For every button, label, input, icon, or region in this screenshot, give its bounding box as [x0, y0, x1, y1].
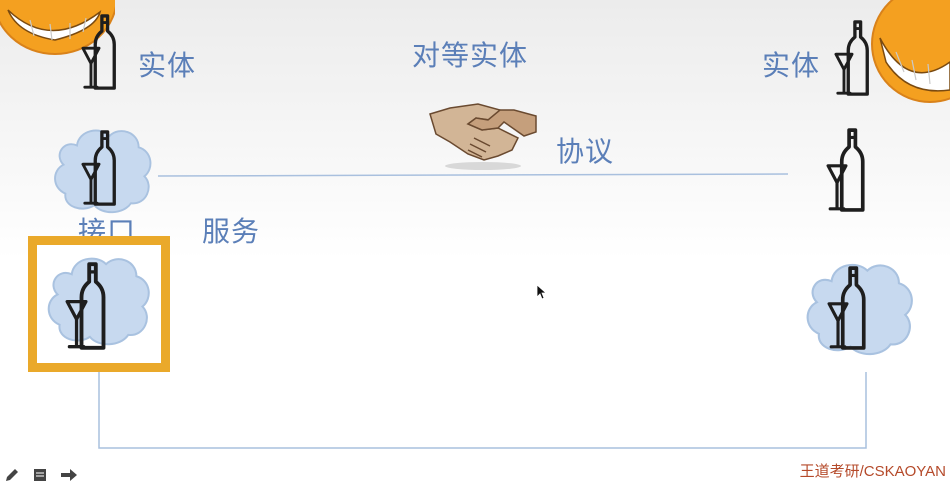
bottle-glass-icon: [824, 266, 872, 350]
entity-left-label: 实体: [138, 49, 197, 82]
pencil-icon[interactable]: [4, 467, 20, 483]
document-icon[interactable]: [32, 467, 48, 483]
watermark: 王道考研/CSKAOYAN: [799, 463, 946, 480]
protocol-label: 协议: [556, 135, 615, 168]
bottle-glass-icon: [80, 130, 120, 206]
service-label: 服务: [202, 215, 261, 248]
handshake-icon: [429, 103, 537, 170]
arrow-right-icon[interactable]: [60, 467, 78, 483]
peer-entity-label: 对等实体: [412, 39, 529, 72]
grinning-emoji-icon: [0, 0, 115, 55]
bottle-glass-icon: [62, 262, 112, 350]
entity-right-label: 实体: [762, 49, 821, 82]
slide-toolbar: [4, 467, 84, 483]
bottle-glass-icon: [824, 128, 870, 212]
mouse-cursor-icon: [536, 284, 546, 300]
grinning-emoji-icon: [871, 0, 950, 103]
